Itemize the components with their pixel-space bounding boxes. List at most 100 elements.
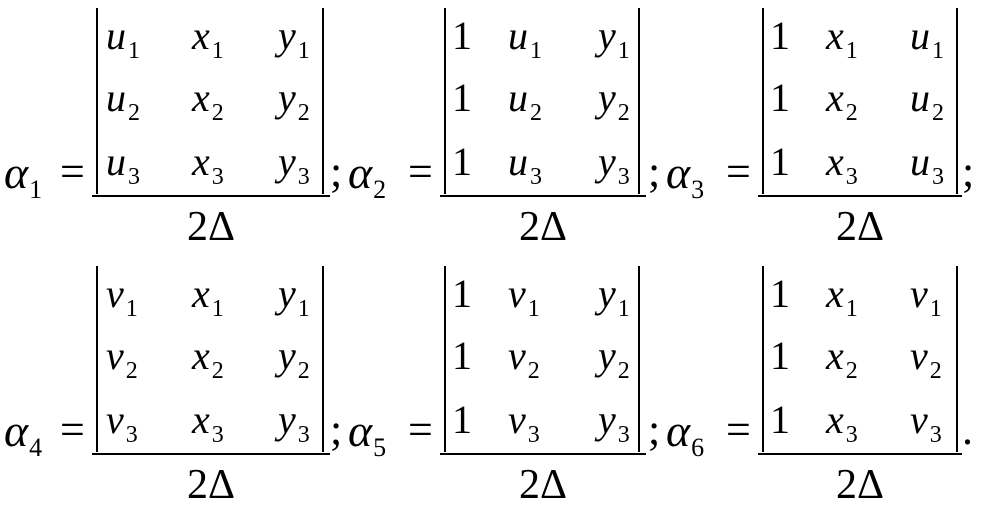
fraction-bar <box>92 453 330 455</box>
cell-index: 1 <box>297 38 310 64</box>
separator: ; <box>648 405 661 454</box>
coefficient-symbol: α <box>348 147 373 198</box>
cell-symbol: v <box>106 271 124 316</box>
cell-index: 3 <box>297 422 310 448</box>
cell-index: 3 <box>527 422 540 448</box>
cell-index: 1 <box>297 296 310 322</box>
cell-symbol: u <box>910 75 930 120</box>
cell-index: 2 <box>527 358 540 384</box>
cell-symbol: y <box>278 271 296 316</box>
matrix-cell: x2 <box>192 336 224 384</box>
cell-symbol: x <box>826 397 844 442</box>
cell-symbol: x <box>192 271 210 316</box>
cell-index: 2 <box>211 100 224 126</box>
cell-symbol: y <box>278 13 296 58</box>
matrix-cell: v1 <box>910 271 942 322</box>
cell-symbol: 1 <box>452 271 472 316</box>
cell-symbol: x <box>192 13 210 58</box>
cell-index: 1 <box>125 296 138 322</box>
coefficient-symbol: α <box>666 405 691 456</box>
coefficient-symbol: α <box>4 405 29 456</box>
cell-symbol: y <box>278 397 296 442</box>
matrix-cell: u1 <box>508 16 542 64</box>
matrix-cell: v2 <box>106 336 138 384</box>
matrix-cell: v1 <box>106 271 138 322</box>
cell-symbol: y <box>598 271 616 316</box>
denominator: 2Δ <box>186 462 235 508</box>
matrix-cell: u2 <box>508 75 542 126</box>
fraction-bar <box>758 453 962 455</box>
cell-symbol: v <box>910 271 928 316</box>
cell-index: 1 <box>530 38 542 64</box>
cell-index: 1 <box>845 38 858 64</box>
cell-index: 3 <box>845 422 858 448</box>
separator: ; <box>648 147 661 196</box>
cell-index: 3 <box>617 164 630 190</box>
matrix-cell: x3 <box>192 142 224 190</box>
matrix-cell: u2 <box>910 75 944 126</box>
cell-index: 3 <box>932 164 944 190</box>
denominator: 2Δ <box>835 204 884 250</box>
coefficient-index: 1 <box>29 175 43 204</box>
denominator: 2Δ <box>186 204 235 250</box>
matrix-cell: x2 <box>192 75 224 126</box>
cell-symbol: u <box>910 139 930 184</box>
matrix-cell: v3 <box>508 397 540 448</box>
matrix-cell: v3 <box>910 400 942 448</box>
cell-symbol: 1 <box>452 139 472 184</box>
cell-index: 2 <box>297 358 310 384</box>
denominator: 2Δ <box>518 204 567 250</box>
cell-symbol: y <box>278 139 296 184</box>
cell-symbol: y <box>598 397 616 442</box>
cell-symbol: v <box>508 397 526 442</box>
matrix-cell: 1 <box>770 142 790 182</box>
cell-symbol: x <box>192 397 210 442</box>
equals-sign: = <box>60 147 85 196</box>
cell-index: 1 <box>617 38 630 64</box>
cell-symbol: y <box>278 75 296 120</box>
cell-symbol: 1 <box>452 333 472 378</box>
cell-symbol: y <box>598 75 616 120</box>
cell-symbol: v <box>106 397 124 442</box>
cell-index: 2 <box>297 100 310 126</box>
separator: ; <box>962 147 975 196</box>
cell-symbol: 1 <box>452 13 472 58</box>
fraction-bar <box>758 195 962 197</box>
matrix-cell: v2 <box>910 333 942 384</box>
denominator: 2Δ <box>835 462 884 508</box>
cell-index: 3 <box>845 164 858 190</box>
coefficient-index: 5 <box>373 433 387 462</box>
coefficient-label: α2 <box>348 147 386 203</box>
matrix-cell: x2 <box>826 78 858 126</box>
cell-symbol: u <box>106 13 126 58</box>
cell-index: 3 <box>128 164 140 190</box>
cell-index: 3 <box>297 164 310 190</box>
cell-symbol: v <box>910 333 928 378</box>
matrix-cell: x3 <box>192 397 224 448</box>
matrix-cell: u3 <box>508 139 542 190</box>
cell-symbol: u <box>508 75 528 120</box>
equals-sign: = <box>408 405 433 454</box>
cell-symbol: u <box>106 139 126 184</box>
cell-symbol: u <box>508 139 528 184</box>
cell-symbol: 1 <box>770 75 790 120</box>
matrix-cell: 1 <box>452 16 472 56</box>
cell-symbol: x <box>826 333 844 378</box>
cell-index: 1 <box>211 38 224 64</box>
cell-symbol: x <box>826 139 844 184</box>
cell-index: 1 <box>932 38 944 64</box>
equals-sign: = <box>408 147 433 196</box>
coefficient-label: α3 <box>666 150 704 203</box>
cell-index: 2 <box>617 358 630 384</box>
matrix-cell: y3 <box>598 397 630 448</box>
cell-index: 3 <box>125 422 138 448</box>
matrix-cell: 1 <box>770 336 790 376</box>
cell-index: 3 <box>211 422 224 448</box>
cell-symbol: x <box>192 75 210 120</box>
separator: . <box>962 405 973 454</box>
cell-symbol: 1 <box>452 75 472 120</box>
